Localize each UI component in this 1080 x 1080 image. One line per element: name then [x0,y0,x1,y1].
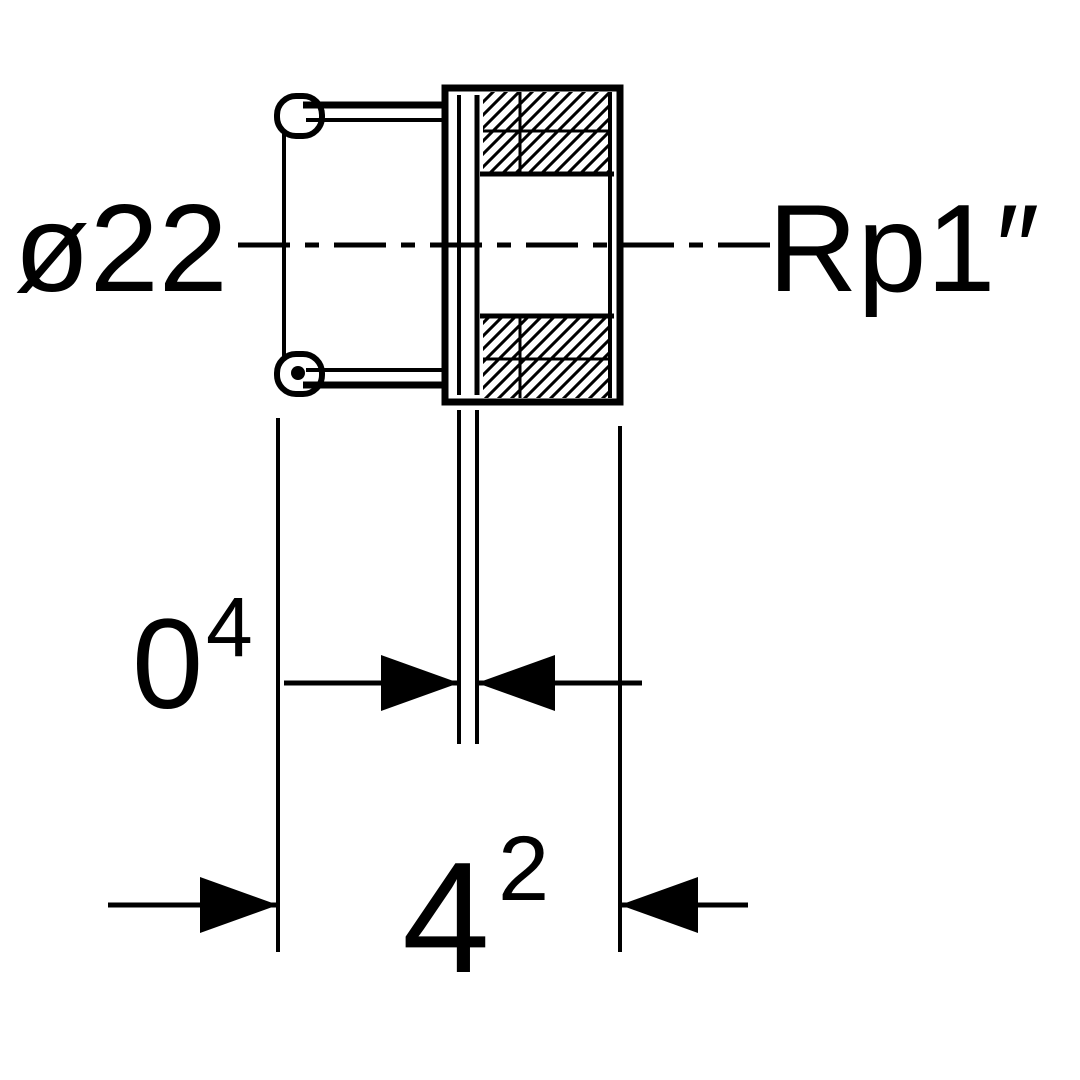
offset-dimension-value: 0 [132,593,203,736]
overall-dimension-superscript: 2 [498,818,549,920]
seal-ring-dot [291,366,305,380]
fitting-cross-section [274,84,624,406]
offset-arrow-left-icon [381,655,459,711]
overall-arrow-left-icon [200,877,278,933]
overall-arrow-right-icon [620,877,698,933]
diameter-label: ø22 [14,180,228,318]
dimension-offset: 0 4 [132,580,642,736]
dimension-overall: 4 2 [108,818,748,1006]
offset-arrow-right-icon [477,655,555,711]
thread-label: Rp1″ [768,180,1039,318]
overall-dimension-value: 4 [402,830,490,1006]
extension-lines [276,410,622,952]
offset-dimension-superscript: 4 [206,580,253,674]
